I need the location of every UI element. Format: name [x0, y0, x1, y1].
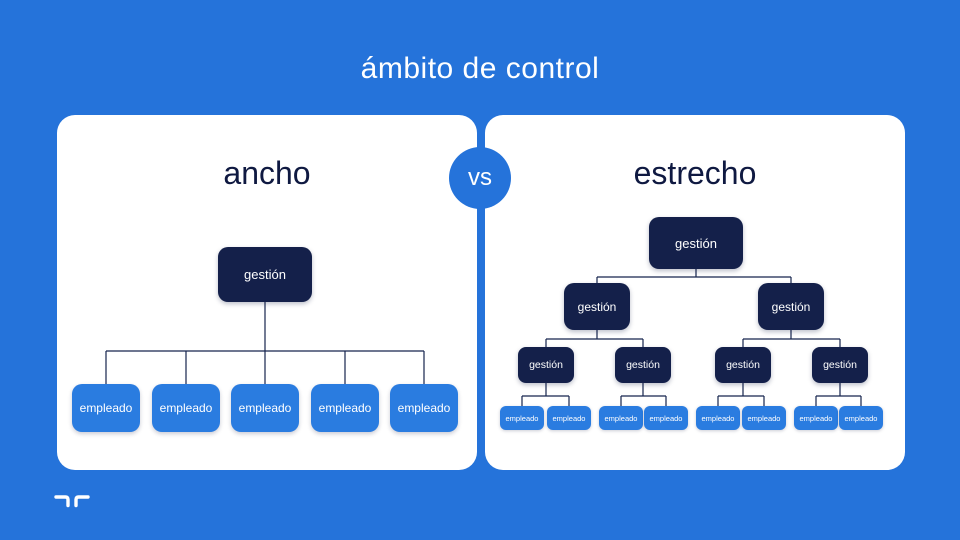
- randstad-logo-icon: [54, 495, 90, 508]
- vs-badge: vs: [449, 147, 511, 209]
- node-empleado: empleado: [72, 384, 140, 432]
- node-gestion-l3: gestión: [715, 347, 771, 383]
- node-empleado: empleado: [696, 406, 740, 430]
- node-empleado: empleado: [390, 384, 458, 432]
- node-gestion-l3: gestión: [518, 347, 574, 383]
- node-empleado: empleado: [644, 406, 688, 430]
- panel-ancho-title: ancho: [223, 155, 311, 191]
- node-gestion-left: gestión: [218, 247, 312, 302]
- node-gestion-l2: gestión: [564, 283, 630, 330]
- slide-title: ámbito de control: [360, 52, 600, 85]
- node-empleado: empleado: [152, 384, 220, 432]
- node-empleado: empleado: [231, 384, 299, 432]
- node-gestion-l3: gestión: [615, 347, 671, 383]
- node-gestion-root: gestión: [649, 217, 743, 269]
- node-gestion-l2: gestión: [758, 283, 824, 330]
- node-empleado: empleado: [839, 406, 883, 430]
- node-empleado: empleado: [500, 406, 544, 430]
- node-empleado: empleado: [794, 406, 838, 430]
- node-empleado: empleado: [742, 406, 786, 430]
- node-empleado: empleado: [547, 406, 591, 430]
- panel-estrecho-title: estrecho: [633, 155, 757, 191]
- node-empleado: empleado: [599, 406, 643, 430]
- node-gestion-l3: gestión: [812, 347, 868, 383]
- node-empleado: empleado: [311, 384, 379, 432]
